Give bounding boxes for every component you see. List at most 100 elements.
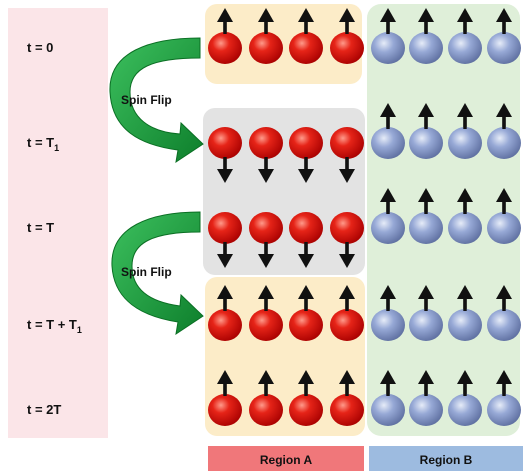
region-b-spin-up [409,370,443,426]
spin-arrow-head [380,8,396,22]
time-label-main: t = 2T [27,402,61,417]
spin-flip-label: Spin Flip [121,93,172,107]
spin-arrow-head [496,370,512,384]
region-b-spin-up [448,370,482,426]
region-a-sphere [249,32,283,64]
spin-arrow-head [298,285,314,299]
region-a-spin-up [249,8,283,64]
spin-arrow-head [496,188,512,202]
spin-arrow-head [258,370,274,384]
region-b-sphere [409,394,443,426]
spin-arrow-head [217,370,233,384]
region-a-sphere [289,127,323,159]
region-a-spin-up [208,370,242,426]
time-label: t = T [27,220,54,235]
region-b-spin-up [487,8,521,64]
region-a-spin-up [330,285,364,341]
region-a-spin-up [208,8,242,64]
time-label: t = T1 [27,135,59,153]
region-a-spin-down [249,127,283,183]
spin-arrow-head [258,254,274,268]
spin-flip-arrow-2 [111,211,204,336]
region-a-spin-up [289,285,323,341]
region-b-sphere [487,394,521,426]
region-b-sphere [487,309,521,341]
region-b-panel [367,4,520,436]
spin-arrow-head [339,254,355,268]
region-a-label: Region A [260,453,313,467]
spin-arrow-head [298,8,314,22]
region-b-sphere [448,32,482,64]
region-a-sphere [249,127,283,159]
region-b-sphere [371,212,405,244]
region-a-spin-down [289,212,323,268]
region-b-sphere [487,127,521,159]
spin-arrow-head [457,8,473,22]
time-label-subscript: 1 [77,325,82,335]
region-a-sphere [249,394,283,426]
region-a-sphere [330,32,364,64]
region-b-sphere [487,32,521,64]
spin-arrow-head [258,169,274,183]
region-b-sphere [371,127,405,159]
region-b-sphere [409,212,443,244]
region-b-sphere [448,212,482,244]
spin-arrow-head [418,285,434,299]
time-labels: t = 0 t = T1 t = T t = T + T1 t = 2T [27,40,82,417]
region-b-sphere [448,127,482,159]
region-a-spin-down [208,127,242,183]
time-column [8,8,108,438]
time-label: t = 0 [27,40,53,55]
region-b-label: Region B [420,453,473,467]
region-b-spin-up [487,188,521,244]
spin-arrow-head [258,8,274,22]
region-a-spin-down [330,127,364,183]
spin-arrow-head [298,254,314,268]
spin-arrow-head [418,103,434,117]
region-b-sphere [371,394,405,426]
spin-arrow-head [339,8,355,22]
region-a-sphere [330,212,364,244]
region-a-spin-up [330,370,364,426]
region-a-spin-up [208,285,242,341]
time-label-subscript: 1 [54,143,59,153]
region-a-sphere [330,127,364,159]
region-a-sphere [289,394,323,426]
region-a-panel-bottom [205,277,365,436]
region-a-sphere [208,212,242,244]
spin-arrow-head [457,285,473,299]
spin-arrow-head [380,370,396,384]
spin-arrow-head [298,370,314,384]
region-b-sphere [409,309,443,341]
region-a-sphere [249,309,283,341]
spin-arrow-head [339,169,355,183]
spin-arrow-head [457,103,473,117]
region-a-spin-up [289,370,323,426]
region-b-spin-up [409,103,443,159]
spin-arrow-head [217,285,233,299]
region-a-sphere [208,127,242,159]
region-b-bar [369,446,523,471]
region-b-spin-up [448,103,482,159]
time-label-main: t = T [27,220,54,235]
region-a-spin-up [249,370,283,426]
region-a-spin-up [289,8,323,64]
spin-arrow-head [258,285,274,299]
flipped-panel [203,108,365,275]
region-a-spin-up [249,285,283,341]
spin-arrow-head [496,8,512,22]
spin-flip-arrow-1 [109,37,204,164]
spin-arrow-head [380,285,396,299]
spin-arrow-head [217,8,233,22]
time-label-main: t = 0 [27,40,53,55]
region-b-spin-up [371,285,405,341]
spin-arrow-head [217,169,233,183]
region-b-spin-up [448,285,482,341]
region-b-spin-up [487,285,521,341]
spin-arrow-head [457,370,473,384]
region-b-sphere [409,127,443,159]
region-b-sphere [371,309,405,341]
spin-arrow-head [217,254,233,268]
region-a-sphere [289,309,323,341]
region-a-spin-down [330,212,364,268]
